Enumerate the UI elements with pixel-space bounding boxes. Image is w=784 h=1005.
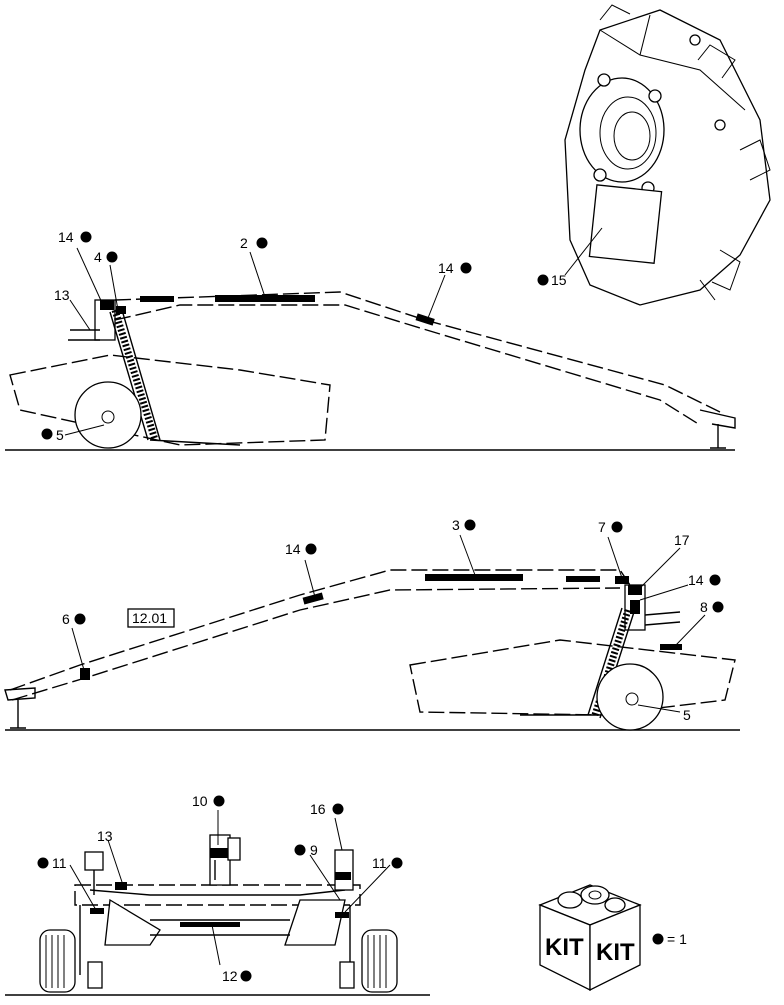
side-view-right xyxy=(4,534,740,731)
callout-14: 14 xyxy=(285,541,301,557)
kit-box-icon: KIT KIT xyxy=(538,884,642,992)
reference-box-label: 12.01 xyxy=(132,610,167,626)
callout-17: 17 xyxy=(674,532,690,548)
callout-5: 5 xyxy=(56,427,64,443)
callout-2: 2 xyxy=(240,235,248,251)
side-view-left xyxy=(5,247,736,451)
callout-16: 16 xyxy=(310,801,326,817)
callout-14: 14 xyxy=(58,229,74,245)
callout-11: 11 xyxy=(372,855,387,871)
rear-view xyxy=(5,810,430,996)
callout-dot xyxy=(537,274,549,286)
leader-line xyxy=(564,227,603,276)
callout-6: 6 xyxy=(62,611,70,627)
callout-12: 12 xyxy=(222,968,238,984)
callout-8: 8 xyxy=(700,599,708,615)
reference-box xyxy=(127,608,175,628)
callout-13: 13 xyxy=(54,287,70,303)
callout-4: 4 xyxy=(94,249,102,265)
callout-15: 15 xyxy=(551,272,567,288)
callout-9: 9 xyxy=(310,842,318,858)
callout-5: 5 xyxy=(683,707,691,723)
wheel xyxy=(596,663,664,731)
gearbox-illustration xyxy=(564,4,771,306)
callout-14: 14 xyxy=(688,572,704,588)
callout-11: 11 xyxy=(52,855,67,871)
kit-label: KIT xyxy=(545,934,584,961)
callout-3: 3 xyxy=(452,517,460,533)
callout-10: 10 xyxy=(192,793,208,809)
callout-13: 13 xyxy=(97,828,113,844)
wheel xyxy=(74,381,142,449)
kit-label: KIT xyxy=(596,939,635,966)
callout-14: 14 xyxy=(438,260,454,276)
callout-7: 7 xyxy=(598,519,606,535)
legend-dot xyxy=(652,933,664,945)
legend-equals: = 1 xyxy=(667,931,687,947)
